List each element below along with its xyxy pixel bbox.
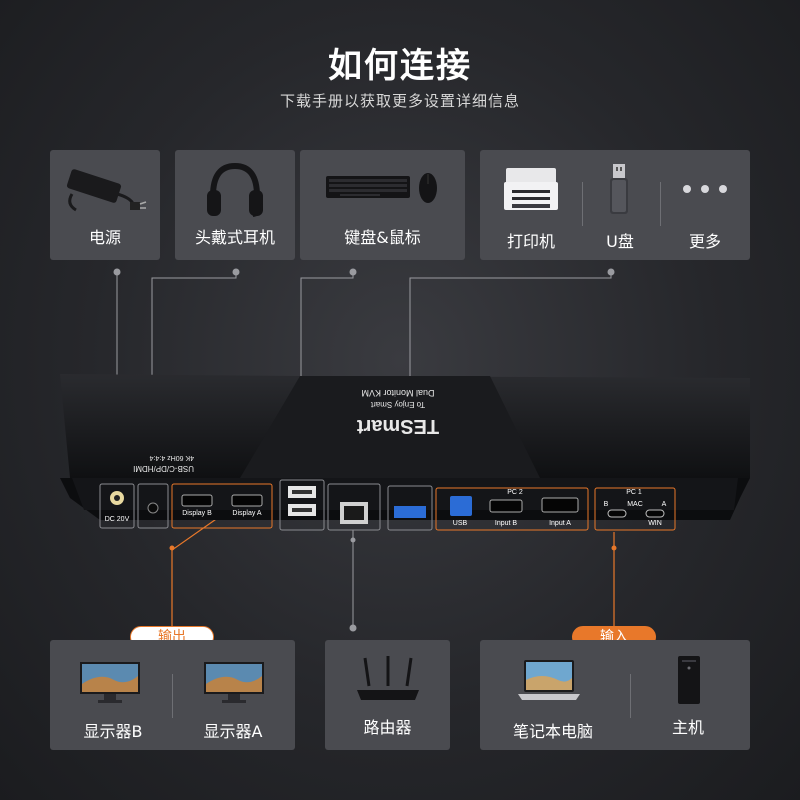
mac-label: MAC: [627, 501, 643, 508]
usb-label: USB: [452, 520, 468, 527]
peripherals-card: 打印机 U盘 更多: [480, 150, 750, 260]
router-card: 路由器: [325, 640, 450, 750]
more-label: 更多: [688, 232, 721, 251]
printer-label: 打印机: [506, 232, 555, 251]
display-a-label: Display A: [232, 510, 262, 517]
monitor-a-label: 显示器A: [203, 722, 263, 741]
display-b-label: Display B: [182, 510, 212, 517]
divider: [630, 674, 631, 718]
page-title: 如何连接: [328, 46, 472, 86]
mouse-icon: [419, 173, 437, 203]
divider: [582, 182, 583, 226]
port-b-label: B: [603, 501, 609, 508]
power-label: 电源: [88, 228, 121, 247]
monitor-b-icon: [80, 662, 140, 703]
keyboard-icon: [326, 176, 410, 198]
port-a-label: A: [661, 501, 667, 508]
monitor-b-label: 显示器B: [83, 722, 143, 741]
page-subtitle: 下载手册以获取更多设置详细信息: [279, 92, 520, 110]
divider: [660, 182, 661, 226]
router-label: 路由器: [363, 718, 412, 737]
usb-drive-icon: [610, 164, 628, 214]
dc-label: DC 20V: [104, 516, 130, 523]
desktop-tower-icon: [678, 656, 700, 704]
monitors-card: 显示器B 显示器A: [50, 640, 295, 750]
port-panel: [99, 479, 676, 531]
win-label: WIN: [648, 520, 662, 527]
keyboard-mouse-label: 键盘&鼠标: [344, 228, 421, 247]
pc1-label: PC 1: [626, 489, 642, 496]
monitor-a-icon: [204, 662, 264, 703]
laptop-label: 笔记本电脑: [512, 722, 593, 741]
power-card: 电源: [50, 150, 160, 260]
input-b-label: Input B: [494, 520, 518, 527]
keyboard-mouse-card: 键盘&鼠标: [300, 150, 465, 260]
udisk-label: U盘: [606, 232, 634, 251]
computers-card: 笔记本电脑 主机: [480, 640, 750, 750]
kvm-device: TESmart To Enjoy Smart Dual Monitor KVM …: [60, 370, 750, 538]
laptop-icon: [518, 660, 580, 700]
divider: [172, 674, 173, 718]
router-icon: [357, 656, 419, 700]
input-a-label: Input A: [549, 520, 571, 527]
headphones-icon: [207, 162, 263, 217]
power-adapter-icon: [66, 169, 147, 212]
headset-label: 头戴式耳机: [194, 228, 275, 247]
headset-card: 头戴式耳机: [175, 150, 295, 260]
printer-icon: [504, 168, 558, 210]
host-label: 主机: [671, 718, 704, 737]
more-dots-icon: [683, 185, 727, 193]
pc2-label: PC 2: [507, 489, 523, 496]
